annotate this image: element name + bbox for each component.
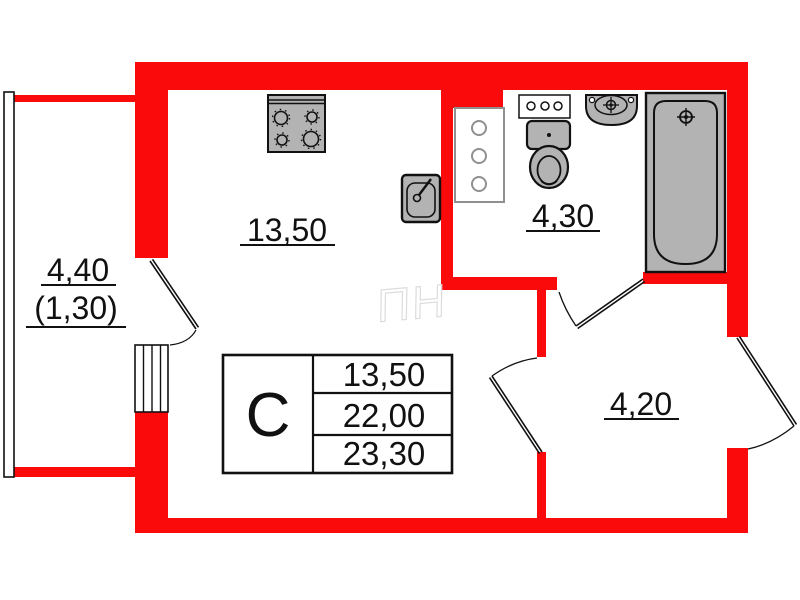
entrance-door-icon [736,335,798,450]
kitchen-area-label: 13,50 [247,212,327,248]
unit-type-letter: С [246,381,291,450]
balcony-glazing-wall [3,91,15,478]
room-labels: 13,50 4,30 4,20 4,40 (1,30) [26,198,679,422]
table-total-area-value: 23,30 [343,435,426,472]
balcony-wall-top [13,95,135,102]
table-living-area-value: 22,00 [343,397,426,434]
unit-info-table: С 13,50 22,00 23,30 [221,353,454,475]
bathtub-icon [644,91,727,274]
partition-hall-lower [537,452,546,518]
wall-left-lower [135,412,168,533]
balcony-reduced-area-label: (1,30) [34,290,118,326]
partition-hall-upper [537,290,546,357]
riser-panel-icon [454,107,505,203]
hall-door-icon [488,357,543,455]
table-kitchen-area-value: 13,50 [343,356,426,393]
balcony-area-label: 4,40 [47,252,109,288]
kitchen-sink-icon [400,173,442,224]
bathroom-pilaster [453,90,503,108]
balcony-wall-bottom [13,467,135,477]
partition-kitchen-bathroom [441,90,453,277]
partition-bathroom-hall [441,277,557,290]
window-icon [134,344,169,413]
watermark-text: ПН [377,274,448,332]
wall-left-upper [135,62,168,258]
bathroom-bottom-wall [643,272,727,284]
vent-box-icon [518,94,571,119]
balcony-door-icon [149,258,200,346]
hallway-area-label: 4,20 [610,386,672,422]
toilet-icon [525,119,572,190]
wall-right-upper [727,62,748,337]
walls [13,62,748,533]
developer-watermark: ПН [376,273,448,332]
bathroom-door-icon [558,278,646,330]
wall-bottom [135,518,748,533]
stove-icon [267,94,326,153]
doors [149,258,798,455]
washbasin-icon [585,94,638,127]
bathroom-area-label: 4,30 [532,198,594,234]
wall-top [135,62,748,90]
wall-right-lower [727,448,748,533]
